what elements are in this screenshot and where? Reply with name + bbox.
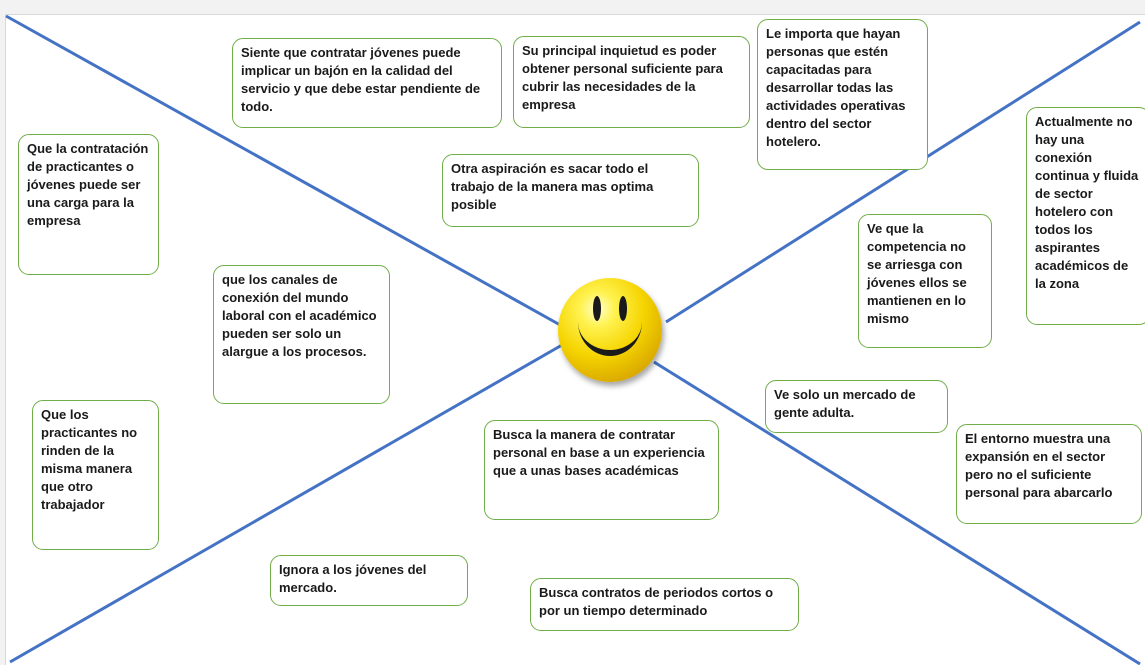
- diagonal-line-upper-right: [665, 20, 1141, 324]
- smiley-face-icon: [558, 278, 662, 382]
- note-ignora-jovenes: Ignora a los jóvenes del mercado.: [270, 555, 468, 606]
- note-canales-conexion: que los canales de conexión del mundo la…: [213, 265, 390, 404]
- diagonal-line-lower-left: [9, 343, 563, 664]
- note-calidad-servicio: Siente que contratar jóvenes puede impli…: [232, 38, 502, 128]
- left-frame-edge: [0, 14, 6, 665]
- smile-mouth: [578, 322, 642, 356]
- note-personas-capacitadas: Le importa que hayan personas que estén …: [757, 19, 928, 170]
- note-competencia: Ve que la competencia no se arriesga con…: [858, 214, 992, 348]
- note-practicantes-rinden: Que los practicantes no rinden de la mis…: [32, 400, 159, 550]
- note-entorno-expansion: El entorno muestra una expansión en el s…: [956, 424, 1142, 524]
- note-contratos-cortos: Busca contratos de periodos cortos o por…: [530, 578, 799, 631]
- note-aspiracion-optima: Otra aspiración es sacar todo el trabajo…: [442, 154, 699, 227]
- note-carga-empresa: Que la contratación de practicantes o jó…: [18, 134, 159, 275]
- top-frame-edge: [0, 0, 1145, 15]
- note-inquietud-personal: Su principal inquietud es poder obtener …: [513, 36, 750, 128]
- diagonal-line-upper-left: [5, 14, 563, 328]
- note-mercado-adulto: Ve solo un mercado de gente adulta.: [765, 380, 948, 433]
- note-contratar-experiencia: Busca la manera de contratar personal en…: [484, 420, 719, 520]
- diagonal-line-lower-right: [653, 360, 1141, 665]
- note-conexion-sector: Actualmente no hay una conexión continua…: [1026, 107, 1145, 325]
- right-eye: [619, 296, 627, 321]
- left-eye: [593, 296, 601, 321]
